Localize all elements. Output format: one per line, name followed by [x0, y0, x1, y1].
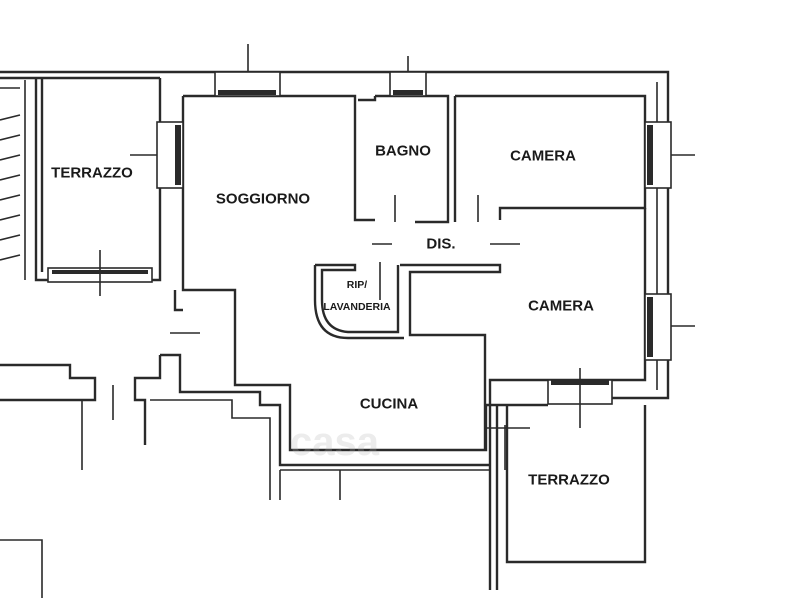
windows	[47, 71, 672, 405]
room-label-rip-line2: LAVANDERIA	[323, 301, 391, 313]
lower-left-walls	[0, 353, 490, 598]
room-label-cucina: CUCINA	[359, 395, 419, 413]
room-label-bagno: BAGNO	[375, 142, 431, 160]
room-label-camera-mid: CAMERA	[528, 297, 594, 315]
room-label-dis: DIS.	[426, 235, 456, 253]
room-label-terrazzo-left: TERRAZZO	[51, 164, 133, 182]
room-label-terrazzo-right: TERRAZZO	[528, 471, 610, 489]
room-label-camera-top: CAMERA	[510, 147, 576, 165]
terrazzo-right-walls	[488, 405, 647, 590]
window-axis-marks	[99, 44, 695, 470]
room-label-rip-line1: RIP/	[346, 279, 368, 291]
door-marks	[112, 195, 520, 420]
room-label-soggiorno: SOGGIORNO	[215, 190, 311, 208]
